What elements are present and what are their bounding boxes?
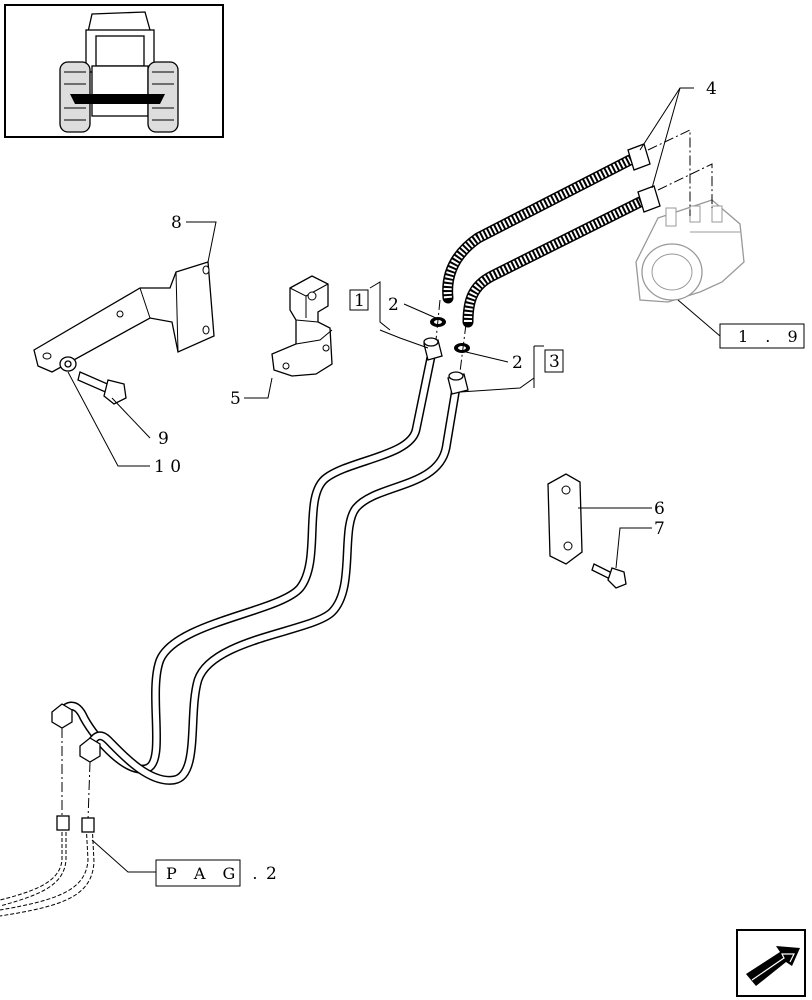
callout-box-1: 1 (349, 289, 369, 311)
rigid-pipe-left (58, 351, 437, 774)
hose-stubs-to-page-2 (0, 815, 95, 917)
pipe-fitting-left-upper (423, 337, 443, 361)
leader-lines (67, 87, 721, 873)
next-page-arrow-icon[interactable] (736, 929, 806, 997)
seal-ring-part-2-right (454, 343, 470, 353)
pipe-nut-lower-right (79, 737, 101, 763)
reference-1-95-label: 1 . 9 5 (738, 327, 812, 346)
washer-part-10 (59, 356, 77, 372)
bracket-part-8 (33, 261, 215, 373)
callout-2b: 2 (512, 353, 523, 373)
svg-text:3: 3 (549, 352, 560, 372)
bolt-part-9 (77, 371, 127, 405)
callout-10: 1 0 (154, 457, 181, 477)
reference-page-number: 2 (266, 864, 277, 884)
reference-box-page-2[interactable]: P A G . 2 (155, 859, 277, 887)
callout-8: 8 (171, 213, 182, 233)
reference-page-label: P A G . (166, 864, 263, 883)
screw-part-7 (591, 563, 627, 589)
callout-9: 9 (158, 429, 169, 449)
callout-box-3: 3 (544, 349, 564, 373)
callout-4: 4 (706, 79, 717, 99)
callout-5: 5 (230, 389, 241, 409)
pipe-fitting-right-upper (447, 371, 469, 395)
steering-valve-unit (635, 199, 745, 303)
center-lines (61, 129, 713, 821)
svg-text:1: 1 (354, 291, 365, 311)
callout-6: 6 (654, 499, 665, 519)
clamp-part-5 (271, 275, 333, 377)
callout-2a: 2 (388, 295, 399, 315)
plate-part-6 (547, 473, 583, 565)
reference-box-1-95[interactable]: 1 . 9 5 (719, 323, 812, 349)
pipe-nut-lower-left (51, 703, 73, 729)
flexible-hose-part-4-lower (462, 185, 661, 328)
rigid-pipe-right (85, 387, 461, 785)
flexible-hose-part-4-upper (442, 143, 651, 304)
tractor-thumbnail-icon (4, 4, 224, 138)
callout-7: 7 (654, 519, 665, 539)
callouts: 8 4 2 2 5 9 1 0 6 7 (154, 79, 717, 539)
